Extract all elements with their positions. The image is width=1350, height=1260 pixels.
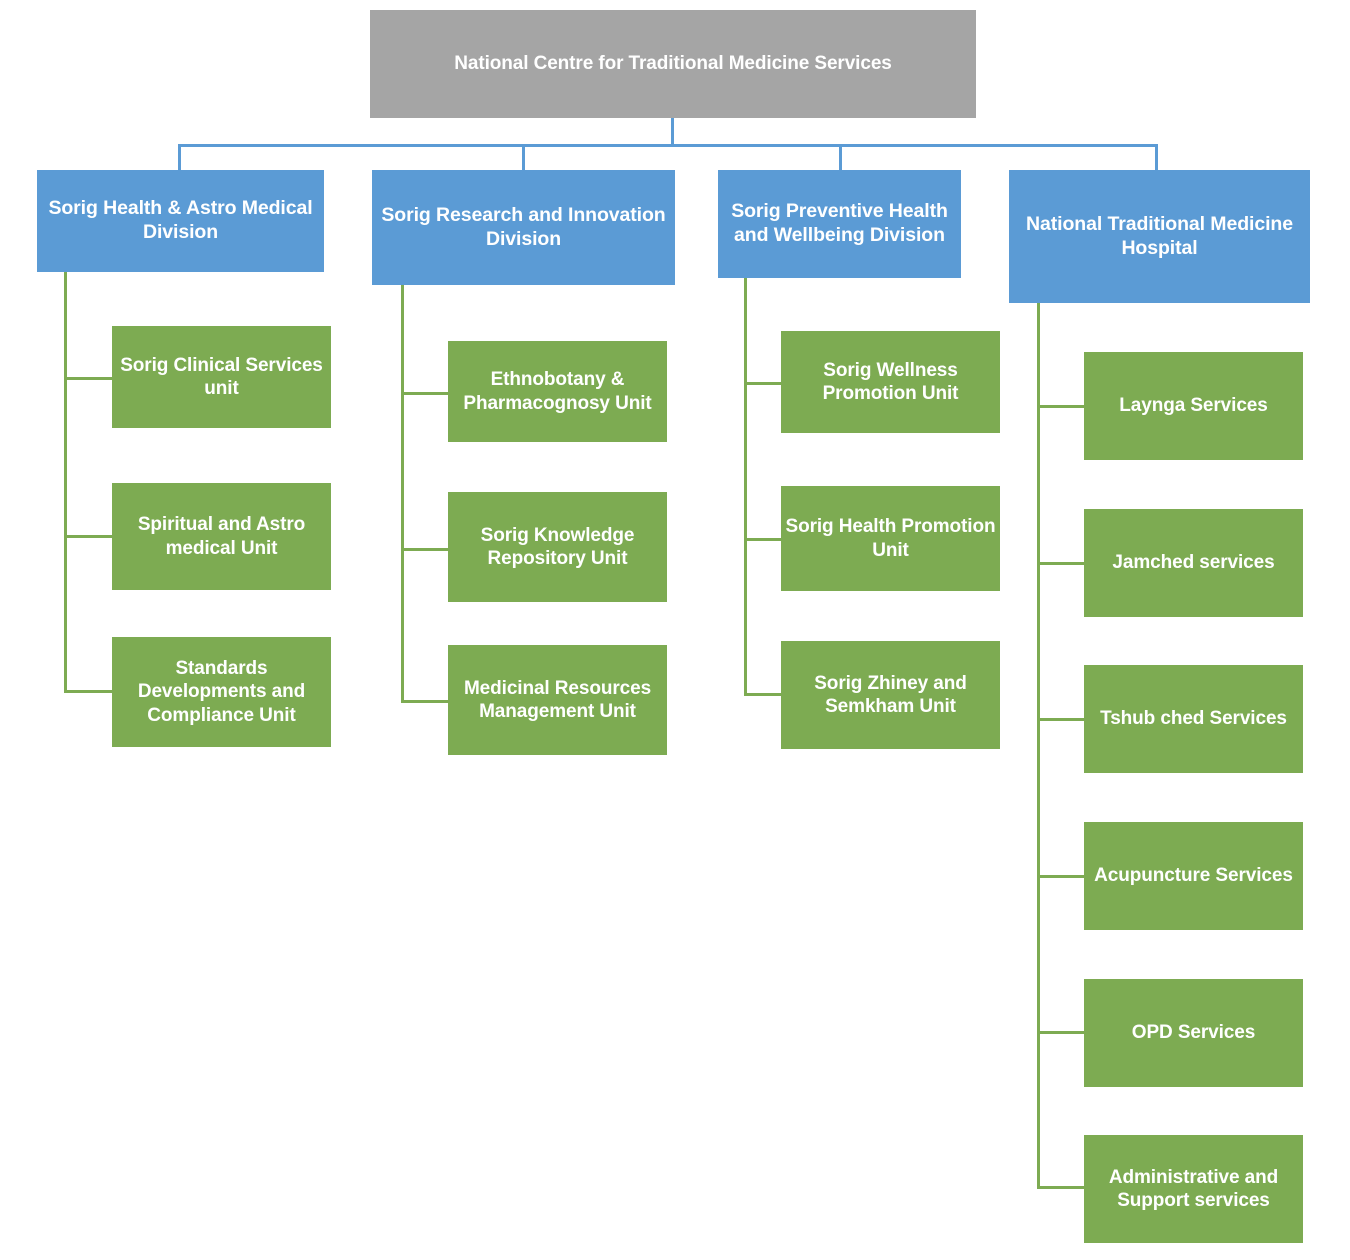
unit-node-opd-services[interactable]: OPD Services [1084, 979, 1303, 1087]
unit-label: Administrative and Support services [1108, 1166, 1279, 1211]
connector-trunk-column-1 [64, 272, 67, 693]
unit-label: OPD Services [1131, 1022, 1256, 1044]
connector-drop-division-2 [522, 144, 525, 171]
connector-root-stem [671, 118, 674, 145]
division-label: Sorig Preventive Health and Wellbeing Di… [731, 200, 948, 246]
unit-label: Medicinal Resources Management Unit [463, 677, 652, 722]
connector-branch-c4-u4 [1037, 875, 1085, 878]
connector-trunk-column-4 [1037, 303, 1040, 1189]
unit-label: Sorig Clinical Services unit [120, 354, 323, 399]
connector-branch-c3-u1 [744, 382, 784, 385]
unit-node-acupuncture-services[interactable]: Acupuncture Services [1084, 822, 1303, 930]
root-node-national-centre[interactable]: National Centre for Traditional Medicine… [370, 10, 976, 118]
connector-drop-division-1 [178, 144, 181, 171]
connector-branch-c1-u3 [64, 690, 114, 693]
division-node-sorig-health-astro-medical[interactable]: Sorig Health & Astro Medical Division [37, 170, 324, 272]
connector-branch-c2-u2 [401, 548, 450, 551]
connector-root-bus [178, 144, 1158, 147]
root-node-label: National Centre for Traditional Medicine… [454, 53, 892, 75]
connector-branch-c2-u3 [401, 700, 450, 703]
connector-branch-c4-u1 [1037, 405, 1085, 408]
unit-label: Laynga Services [1119, 395, 1268, 417]
connector-trunk-column-3 [744, 278, 747, 696]
unit-node-sorig-clinical-services[interactable]: Sorig Clinical Services unit [112, 326, 331, 428]
connector-branch-c4-u5 [1037, 1031, 1085, 1034]
unit-node-sorig-knowledge-repository[interactable]: Sorig Knowledge Repository Unit [448, 492, 667, 602]
connector-branch-c2-u1 [401, 392, 450, 395]
unit-label: Sorig Health Promotion Unit [785, 516, 996, 561]
unit-label: Tshub ched Services [1100, 708, 1287, 730]
division-label: Sorig Research and Innovation Division [381, 203, 666, 250]
unit-node-spiritual-astro-medical[interactable]: Spiritual and Astro medical Unit [112, 483, 331, 590]
connector-branch-c1-u2 [64, 535, 114, 538]
unit-label: Sorig Knowledge Repository Unit [480, 524, 635, 569]
connector-branch-c4-u2 [1037, 562, 1085, 565]
connector-branch-c1-u1 [64, 377, 114, 380]
division-label: National Traditional Medicine Hospital [1026, 212, 1293, 259]
unit-node-administrative-support-services[interactable]: Administrative and Support services [1084, 1135, 1303, 1243]
unit-node-sorig-wellness-promotion[interactable]: Sorig Wellness Promotion Unit [781, 331, 1000, 433]
unit-label: Sorig Wellness Promotion Unit [822, 359, 959, 404]
unit-label: Acupuncture Services [1094, 865, 1293, 887]
division-node-national-traditional-medicine-hospital[interactable]: National Traditional Medicine Hospital [1009, 170, 1310, 303]
unit-label: Jamched services [1112, 552, 1275, 574]
connector-drop-division-4 [1155, 144, 1158, 171]
unit-node-sorig-health-promotion[interactable]: Sorig Health Promotion Unit [781, 486, 1000, 591]
division-label: Sorig Health & Astro Medical Division [48, 197, 313, 243]
unit-label: Ethnobotany & Pharmacognosy Unit [463, 369, 652, 414]
unit-node-ethnobotany-pharmacognosy[interactable]: Ethnobotany & Pharmacognosy Unit [448, 341, 667, 442]
division-node-sorig-preventive-health-wellbeing[interactable]: Sorig Preventive Health and Wellbeing Di… [718, 170, 961, 278]
connector-branch-c4-u6 [1037, 1186, 1085, 1189]
unit-node-standards-developments-compliance[interactable]: Standards Developments and Compliance Un… [112, 637, 331, 747]
unit-node-jamched-services[interactable]: Jamched services [1084, 509, 1303, 617]
division-node-sorig-research-innovation[interactable]: Sorig Research and Innovation Division [372, 170, 675, 285]
unit-label: Spiritual and Astro medical Unit [137, 514, 306, 559]
unit-label: Sorig Zhiney and Semkham Unit [814, 672, 967, 717]
connector-drop-division-3 [839, 144, 842, 171]
unit-node-medicinal-resources-management[interactable]: Medicinal Resources Management Unit [448, 645, 667, 755]
unit-label: Standards Developments and Compliance Un… [137, 658, 306, 726]
unit-node-tshub-ched-services[interactable]: Tshub ched Services [1084, 665, 1303, 773]
connector-branch-c4-u3 [1037, 718, 1085, 721]
connector-branch-c3-u3 [744, 693, 784, 696]
unit-node-sorig-zhiney-semkham[interactable]: Sorig Zhiney and Semkham Unit [781, 641, 1000, 749]
connector-trunk-column-2 [401, 285, 404, 703]
unit-node-laynga-services[interactable]: Laynga Services [1084, 352, 1303, 460]
connector-branch-c3-u2 [744, 538, 784, 541]
